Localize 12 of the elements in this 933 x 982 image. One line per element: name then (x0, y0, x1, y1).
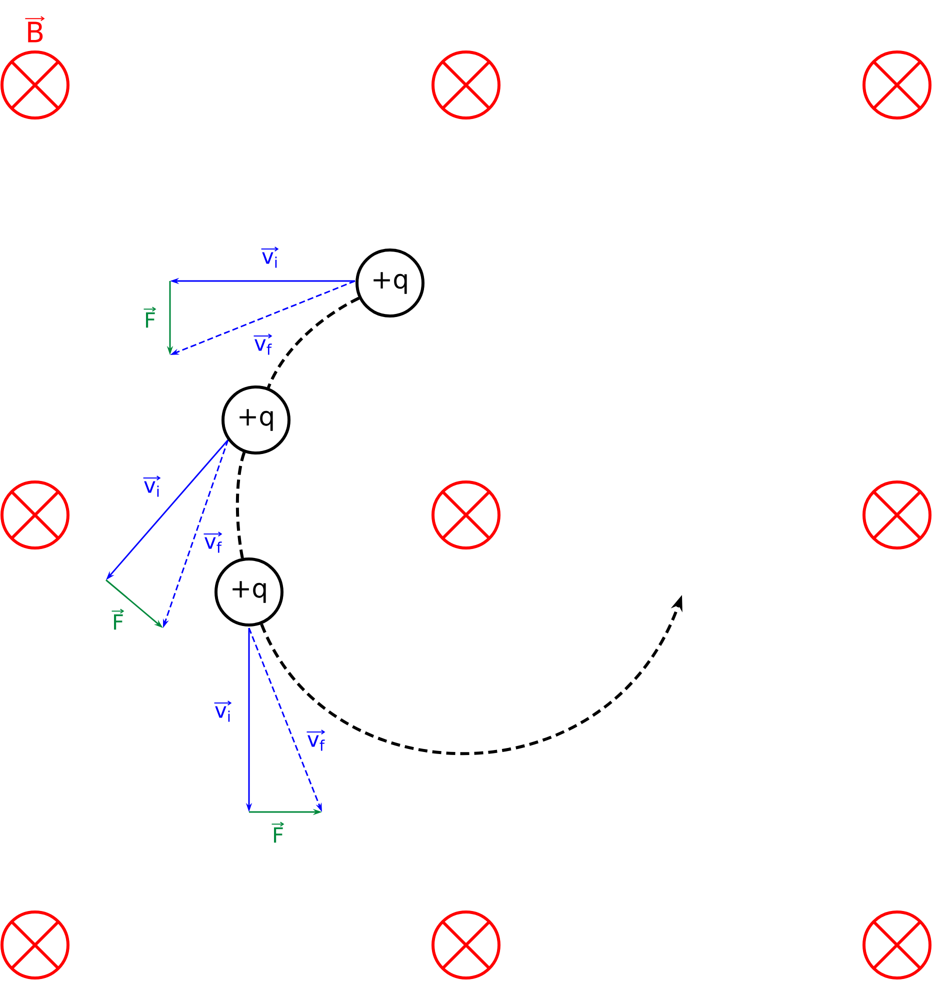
velocity-label: v$_{f}$ (203, 532, 222, 553)
field-label: B (24, 16, 45, 42)
trajectory-path (236, 452, 246, 558)
velocity-label: v$_{f}$ (253, 334, 272, 355)
trajectory-path (266, 296, 360, 388)
velocity-label: v$_{i}$ (142, 476, 161, 497)
force-label: F (271, 822, 284, 843)
velocity-label: v$_{i}$ (260, 246, 279, 268)
velocity-label: v$_{i}$ (214, 700, 232, 722)
velocity-label: v$_{f}$ (306, 730, 326, 751)
force-label: F (111, 608, 124, 630)
force-label: F (143, 306, 156, 328)
